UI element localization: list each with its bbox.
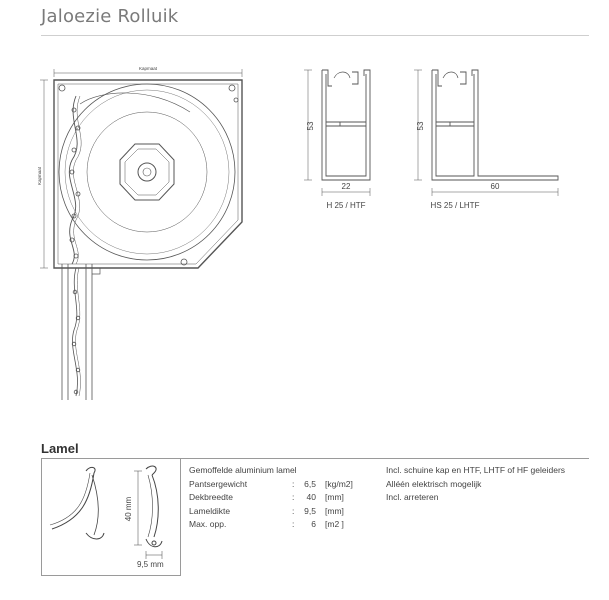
spec-unit: [kg/m2] (325, 478, 353, 489)
lamel-section-divider (41, 458, 589, 459)
spec-separator: : (292, 505, 295, 516)
lamel-height-label: 40 mm (124, 496, 133, 521)
lamel-notes: Incl. schuine kap en HTF, LHTF of HF gel… (386, 465, 565, 506)
spec-unit: [mm] (325, 492, 344, 502)
spec-unit: [m2 ] (325, 519, 344, 529)
spec-label: Max. opp. (189, 519, 227, 529)
spec-separator: : (292, 492, 295, 502)
spec-value: 6 (311, 519, 316, 529)
h25-width-dimension: 22 (342, 182, 351, 191)
lamel-section-title: Lamel (41, 441, 79, 456)
note-item: Incl. arreteren (386, 492, 439, 502)
cassette-drawing (40, 69, 243, 400)
side-dimension-label: Kapmaat (37, 166, 42, 185)
lamel-drawing: 40 mm (49, 465, 163, 559)
hs25-width-dimension: 60 (491, 182, 500, 191)
spec-label: Pantsergewicht (189, 478, 248, 489)
spec-separator: : (292, 478, 295, 489)
h25-height-dimension: 53 (306, 121, 315, 130)
profile-h25-drawing (304, 69, 371, 196)
spec-value: 40 (306, 492, 316, 502)
spec-separator: : (292, 519, 295, 529)
hs25-height-dimension: 53 (416, 121, 425, 130)
page-title: Jaloezie Rolluik (41, 6, 179, 27)
note-item: Alléén elektrisch mogelijk (386, 478, 482, 489)
note-item: Incl. schuine kap en HTF, LHTF of HF gel… (386, 465, 566, 475)
spec-value: 6,5 (304, 478, 316, 489)
title-divider (41, 35, 589, 36)
hs25-profile-name: HS 25 / LHTF (431, 201, 480, 210)
top-dimension-label: Kapmaat (139, 66, 158, 71)
technical-drawings: Kapmaat Kapmaat 53 22 H 25 / HTF (37, 66, 559, 400)
spec-unit: [mm] (325, 505, 344, 516)
profile-hs25-drawing (414, 69, 559, 196)
spec-description: Gemoffelde aluminium lamel (189, 465, 297, 475)
spec-label: Lameldikte (189, 505, 231, 516)
spec-label: Dekbreedte (189, 492, 233, 502)
h25-profile-name: H 25 / HTF (326, 201, 365, 210)
lamel-drawing-box: 40 mm (41, 459, 181, 576)
spec-value: 9,5 (304, 505, 316, 516)
lamel-thickness-label: 9,5 mm (137, 560, 164, 569)
